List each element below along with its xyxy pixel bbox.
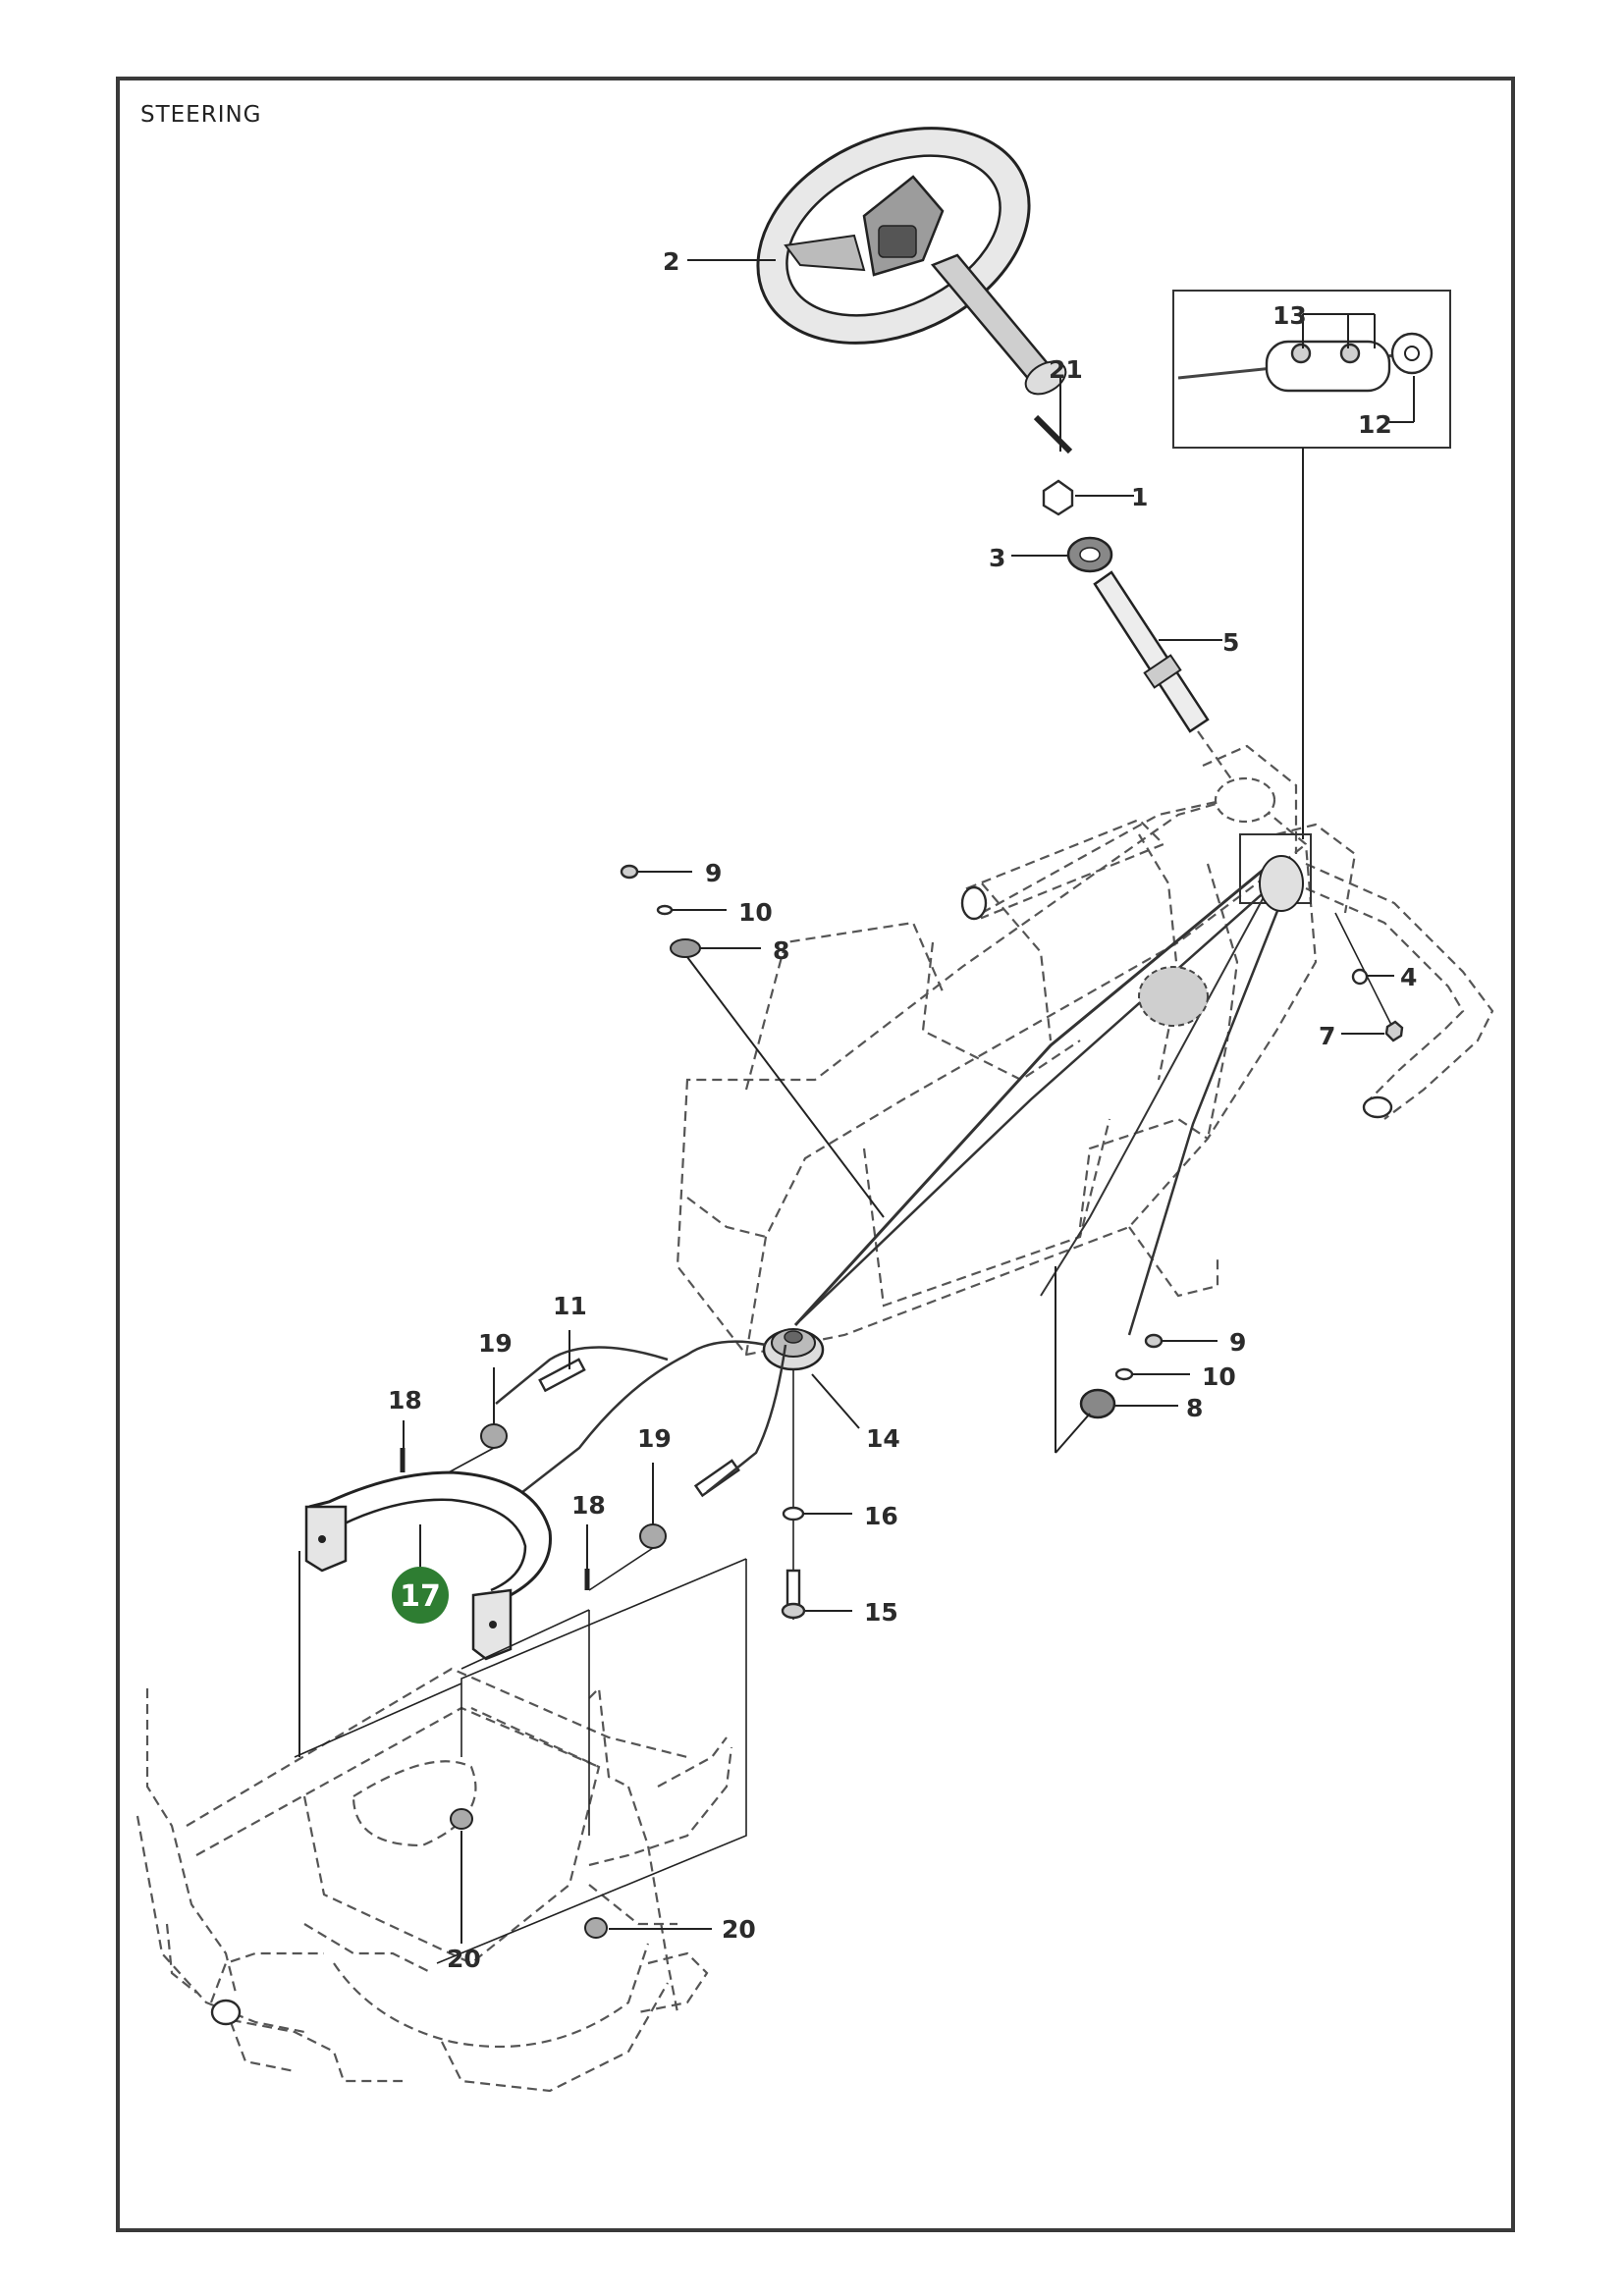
washer-bolt-4-7 — [1334, 912, 1404, 1042]
callout-19-right: 19 — [637, 1424, 672, 1453]
callout-13: 13 — [1272, 301, 1307, 330]
steering-column-parts — [1042, 479, 1240, 791]
steering-cables — [793, 855, 1304, 1336]
callout-17-highlight[interactable]: 17 — [392, 1567, 449, 1624]
chassis-frame — [676, 744, 1494, 1357]
callout-5: 5 — [1222, 628, 1239, 657]
callout-4: 4 — [1400, 963, 1417, 991]
callout-17[interactable]: 17 — [400, 1579, 441, 1614]
callout-16: 16 — [864, 1502, 898, 1530]
detail-inset — [1172, 290, 1451, 839]
callout-7: 7 — [1319, 1022, 1335, 1050]
callout-18-left: 18 — [388, 1386, 422, 1415]
pin-21 — [1033, 378, 1073, 454]
callout-20-left: 20 — [447, 1945, 481, 1973]
highlight-circle[interactable] — [392, 1567, 449, 1624]
callout-20-right: 20 — [722, 1915, 756, 1944]
mower-deck-frame — [135, 1667, 733, 2093]
diagram-frame — [116, 77, 1515, 2232]
left-pulley-parts — [620, 864, 885, 1218]
callout-14: 14 — [866, 1424, 900, 1453]
callout-10-right: 10 — [1202, 1362, 1236, 1391]
right-pulley-parts — [1055, 1266, 1164, 1454]
callout-21: 21 — [1049, 355, 1083, 384]
callout-10-left: 10 — [738, 898, 773, 927]
callout-18-right: 18 — [571, 1491, 606, 1520]
callout-8-right: 8 — [1186, 1394, 1203, 1422]
callout-11: 11 — [553, 1292, 587, 1320]
callout-3: 3 — [989, 544, 1005, 572]
callout-2: 2 — [663, 247, 679, 276]
callout-9-right: 9 — [1229, 1328, 1246, 1357]
callout-9-left: 9 — [705, 859, 722, 887]
diagram-title: STEERING — [140, 102, 262, 128]
callout-leaders — [403, 259, 1394, 1612]
steering-wheel — [756, 127, 1067, 396]
bracket-17 — [304, 1470, 552, 1661]
callout-12: 12 — [1358, 410, 1392, 439]
cable-11 — [411, 1340, 787, 1591]
pulley-14 — [762, 1328, 825, 1620]
callout-15: 15 — [864, 1598, 898, 1627]
callout-1: 1 — [1131, 483, 1148, 511]
bottom-leaders — [294, 1551, 747, 1964]
callout-19-left: 19 — [478, 1329, 513, 1358]
callout-8-left: 8 — [773, 936, 789, 965]
callout-labels: 2 21 1 3 5 13 12 9 10 8 4 7 9 10 8 14 16… — [388, 247, 1417, 1973]
